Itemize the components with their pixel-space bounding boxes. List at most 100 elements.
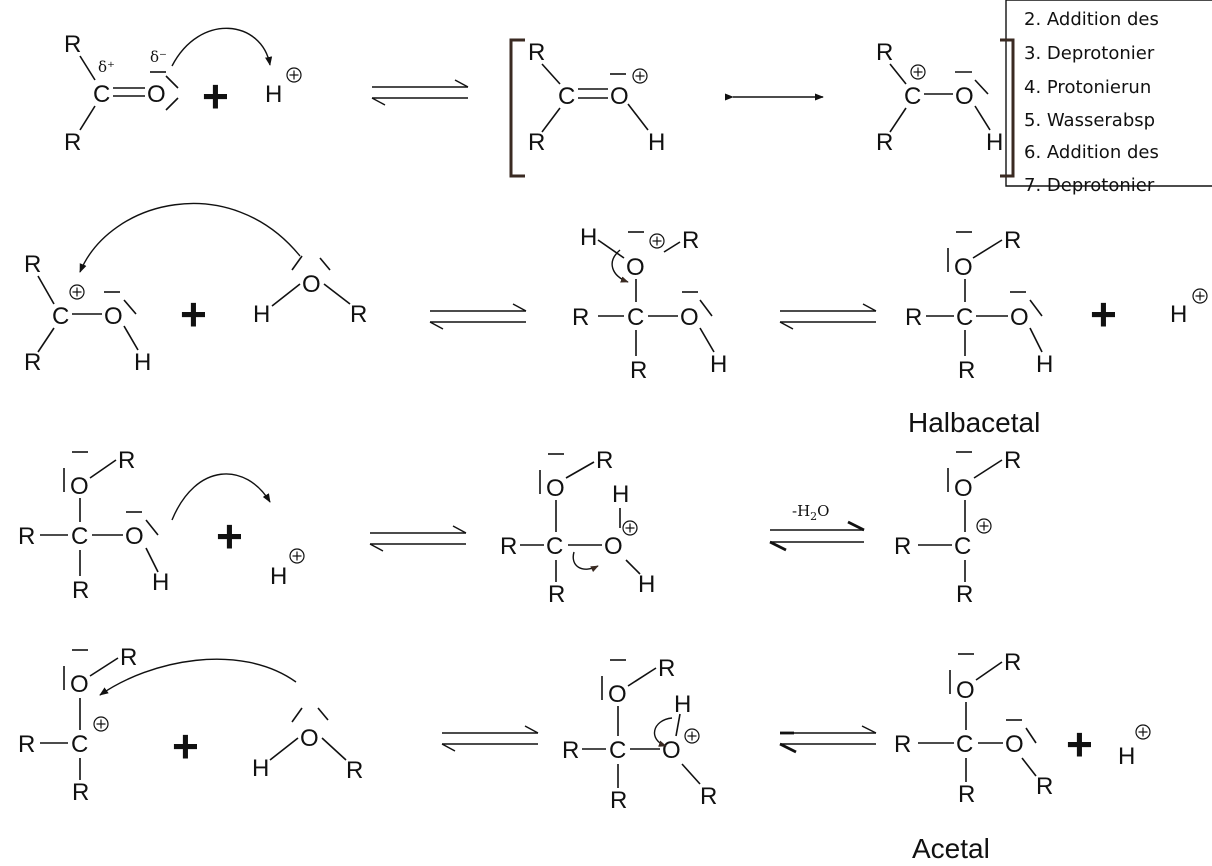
equilibrium-arrow [429, 303, 527, 330]
svg-text:R: R [72, 577, 89, 604]
alcohol: H O R [253, 255, 367, 328]
svg-text:R: R [958, 781, 975, 808]
step-4: 4. Protonierun [1024, 77, 1151, 98]
svg-text:O: O [626, 254, 645, 281]
svg-text:H: H [648, 129, 665, 156]
svg-text:R: R [610, 787, 627, 814]
svg-text:R: R [118, 447, 135, 474]
proton: H [265, 67, 302, 108]
equilibrium-arrow [369, 525, 467, 552]
svg-text:R: R [24, 251, 41, 278]
svg-text:H: H [674, 691, 691, 718]
svg-text:O: O [70, 473, 89, 500]
svg-text:R: R [24, 349, 41, 376]
svg-text:H: H [134, 349, 151, 376]
svg-text:C: C [956, 731, 973, 758]
svg-text:R: R [72, 779, 89, 806]
svg-text:R: R [958, 357, 975, 384]
svg-text:R: R [120, 644, 137, 671]
hemiacetal: O R R C O H R [905, 227, 1053, 384]
svg-text:R: R [18, 523, 35, 550]
halbacetal-label: Halbacetal [908, 407, 1040, 438]
delta-minus: δ⁻ [150, 48, 167, 66]
svg-text:R: R [548, 581, 565, 608]
svg-text:O: O [1010, 304, 1029, 331]
svg-text:H: H [253, 301, 270, 328]
svg-text:R: R [64, 31, 81, 58]
acetal: O R R C O R R [894, 649, 1053, 808]
protonated-acetal: O R H R C O R R [562, 655, 717, 814]
oxonium-adduct: H O R R C O H R [572, 224, 727, 384]
svg-text:R: R [894, 533, 911, 560]
svg-text:C: C [52, 303, 69, 330]
svg-text:C: C [954, 533, 971, 560]
svg-text:H: H [986, 129, 1003, 156]
svg-text:O: O [680, 304, 699, 331]
svg-text:R: R [894, 731, 911, 758]
svg-text:R: R [528, 129, 545, 156]
svg-text:R: R [64, 129, 81, 156]
protonated-carbonyl: R R C O H [528, 39, 665, 156]
svg-text:R: R [1004, 649, 1021, 676]
water-loss-label: -H2O [792, 502, 829, 523]
svg-text:R: R [956, 581, 973, 608]
svg-text:C: C [71, 523, 88, 550]
svg-text:C: C [93, 81, 110, 108]
row-1-protonation: R R C O δ⁺ δ⁻ + H [64, 27, 1015, 178]
step-list-box: 2. Addition des 3. Deprotonier 4. Proton… [1005, 0, 1212, 196]
equilibrium-arrow [779, 303, 877, 330]
svg-text:R: R [528, 39, 545, 66]
svg-text:H: H [1118, 743, 1135, 770]
svg-text:R: R [1004, 227, 1021, 254]
svg-text:R: R [346, 757, 363, 784]
svg-text:H: H [265, 81, 282, 108]
plus-sign: + [216, 510, 243, 562]
oxocarbenium-ion: O R R C R [894, 447, 1021, 608]
proton: H [1118, 724, 1151, 770]
step-7: 7. Deprotonier [1024, 175, 1155, 196]
equilibrium-arrow [779, 725, 877, 754]
step-3: 3. Deprotonier [1024, 43, 1155, 64]
svg-text:R: R [350, 301, 367, 328]
svg-text:H: H [1170, 301, 1187, 328]
svg-text:O: O [104, 303, 123, 330]
plus-sign: + [172, 720, 199, 772]
acetal-label: Acetal [912, 833, 990, 864]
svg-text:R: R [700, 783, 717, 810]
svg-text:R: R [682, 227, 699, 254]
alcohol: H O R [252, 707, 363, 784]
svg-text:H: H [710, 351, 727, 378]
equilibrium-arrow [441, 725, 539, 752]
svg-text:R: R [1004, 447, 1021, 474]
svg-text:O: O [604, 533, 623, 560]
carbonyl-compound: R R C O δ⁺ δ⁻ [64, 27, 273, 156]
svg-text:H: H [270, 563, 287, 590]
svg-text:H: H [612, 481, 629, 508]
svg-text:O: O [302, 271, 321, 298]
svg-text:O: O [546, 475, 565, 502]
svg-text:R: R [876, 39, 893, 66]
step-2: 2. Addition des [1024, 9, 1159, 30]
carbenium-ion: R R C O H [24, 251, 151, 376]
carbenium-oxonium: R R C O H [876, 39, 1003, 156]
plus-sign: + [1066, 718, 1093, 770]
svg-text:R: R [658, 655, 675, 682]
svg-text:H: H [152, 569, 169, 596]
svg-text:O: O [70, 671, 89, 698]
svg-text:O: O [300, 725, 319, 752]
step-5: 5. Wasserabsp [1024, 110, 1155, 131]
svg-text:O: O [610, 83, 629, 110]
row-2-alcohol-addition: R R C O H + H O R [24, 202, 1208, 438]
plus-sign: + [180, 288, 207, 340]
svg-text:O: O [954, 475, 973, 502]
proton: H [270, 548, 305, 590]
svg-text:C: C [558, 83, 575, 110]
svg-text:R: R [630, 357, 647, 384]
step-6: 6. Addition des [1024, 142, 1159, 163]
plus-sign: + [202, 70, 229, 122]
svg-text:R: R [18, 731, 35, 758]
svg-text:C: C [904, 83, 921, 110]
equilibrium-arrow [371, 79, 469, 106]
svg-text:H: H [580, 224, 597, 251]
